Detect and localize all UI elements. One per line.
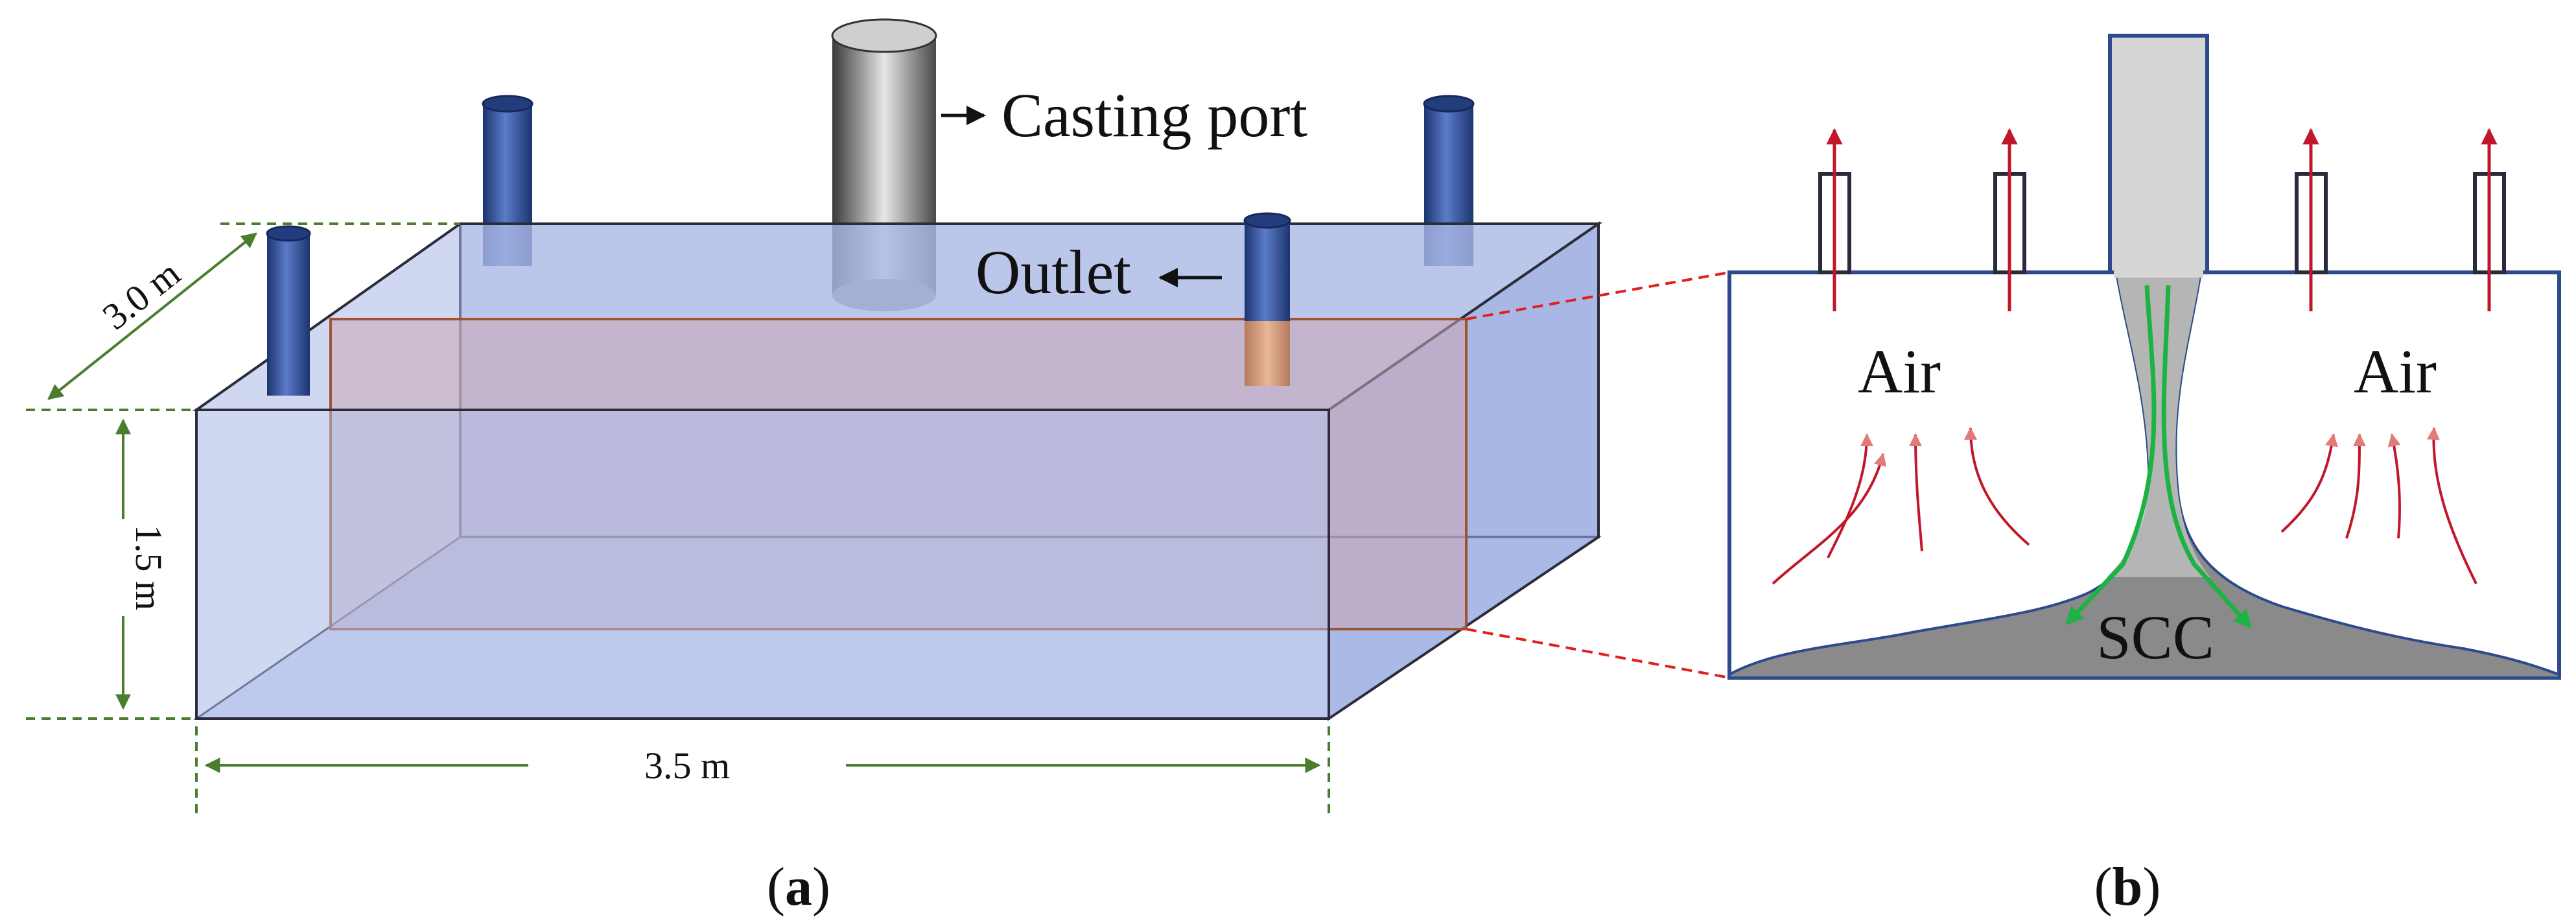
box-front-face [195, 409, 1330, 720]
outlet-pipe-front-left [266, 225, 311, 396]
outlet-label: Outlet [976, 237, 1131, 307]
scc-flow-arrow-left [2065, 285, 2157, 626]
vent-outlet-3 [2295, 128, 2328, 311]
casting-port-label: Casting port [1001, 80, 1307, 150]
panel-a: Casting port Outlet 3.0 m 1.5 m 3.5 m (a… [26, 18, 1603, 917]
height-label: 1.5 m [128, 525, 170, 610]
panel-b: Air Air SCC (b) [1727, 34, 2561, 917]
panel-b-label: (b) [2094, 857, 2161, 917]
dimension-height: 1.5 m [26, 418, 196, 720]
scc-stream [2107, 272, 2210, 577]
air-flow-arrows-right [2280, 427, 2477, 584]
zoom-leader-lines [1466, 271, 1730, 679]
air-label-left: Air [1858, 337, 1941, 406]
vent-outlet-2 [1993, 128, 2026, 311]
feed-pipe [2108, 34, 2209, 274]
scc-label: SCC [2096, 603, 2214, 672]
length-label: 3.5 m [644, 745, 730, 787]
vent-outlet-1 [1818, 128, 1851, 311]
air-flow-arrows-left [1772, 427, 2030, 585]
scc-flow-arrow-right [2161, 285, 2252, 629]
vent-outlet-4 [2473, 128, 2506, 311]
outlet-pipe-front-right [1243, 212, 1291, 386]
panel-a-label: (a) [767, 857, 830, 917]
air-label-right: Air [2354, 337, 2437, 406]
dimension-length: 3.5 m [195, 726, 1330, 814]
